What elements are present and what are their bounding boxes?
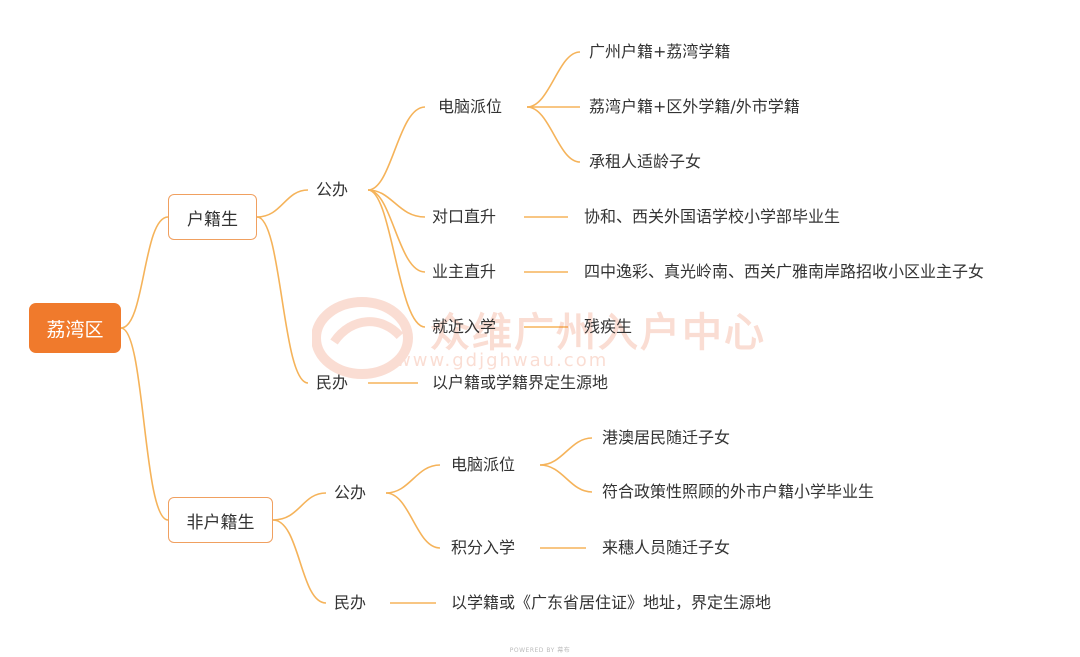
leaf-huji-jiujin[interactable]: 残疾生 [584,317,633,336]
connector-root-huji [120,216,169,329]
node-huji[interactable]: 户籍生 [168,194,257,240]
connector-gongban-jiujin [367,189,426,328]
connector-gongban-diannao [367,106,426,191]
connector-feihuji-gongban [272,492,327,521]
connector-feihuji-minban [272,519,327,604]
leaf-huji-diannao-2[interactable]: 荔湾户籍+区外学籍/外市学籍 [589,97,800,116]
leaf-huji-diannao-1[interactable]: 广州户籍+荔湾学籍 [589,42,731,61]
root-node[interactable]: 荔湾区 [29,303,121,353]
leaf-huji-diannao-3[interactable]: 承租人适龄子女 [589,152,702,171]
node-huji-diannao[interactable]: 电脑派位 [438,97,503,116]
leaf-huji-duikou[interactable]: 协和、西关外国语学校小学部毕业生 [584,207,841,226]
connector-huji-gongban [256,189,309,218]
connector-gongban2-jifen [385,492,441,549]
connector-root-feihuji [120,327,169,521]
node-huji-minban[interactable]: 民办 [316,373,349,392]
node-feihuji[interactable]: 非户籍生 [168,497,273,543]
leaf-feihuji-minban[interactable]: 以学籍或《广东省居住证》地址，界定生源地 [451,593,772,612]
node-huji-jiujin[interactable]: 就近入学 [432,317,497,336]
node-feihuji-minban[interactable]: 民办 [334,593,367,612]
connector-gongban-yezhu [367,189,426,273]
leaf-feihuji-jifen[interactable]: 来穗人员随迁子女 [602,538,731,557]
connector-diannao2-leaf2 [539,464,593,493]
node-feihuji-jifen[interactable]: 积分入学 [451,538,516,557]
connector-diannao2-leaf1 [539,437,593,466]
node-feihuji-gongban[interactable]: 公办 [334,483,367,502]
node-feihuji-diannao[interactable]: 电脑派位 [451,455,516,474]
footer-powered-by: POWERED BY 幕布 [509,647,571,654]
leaf-feihuji-diannao-1[interactable]: 港澳居民随迁子女 [602,428,731,447]
leaf-huji-minban[interactable]: 以户籍或学籍界定生源地 [432,373,609,392]
node-huji-gongban[interactable]: 公办 [316,180,349,199]
leaf-feihuji-diannao-2[interactable]: 符合政策性照顾的外市户籍小学毕业生 [602,482,875,501]
connector-huji-minban [256,216,309,384]
connector-gongban-duikou [367,189,426,218]
connector-diannao-leaf3 [526,106,581,163]
node-huji-duikou[interactable]: 对口直升 [432,207,497,226]
node-huji-yezhu[interactable]: 业主直升 [432,262,497,281]
leaf-huji-yezhu[interactable]: 四中逸彩、真光岭南、西关广雅南岸路招收小区业主子女 [584,262,985,281]
connector-gongban2-diannao [385,464,441,494]
connector-diannao-leaf1 [526,51,581,108]
